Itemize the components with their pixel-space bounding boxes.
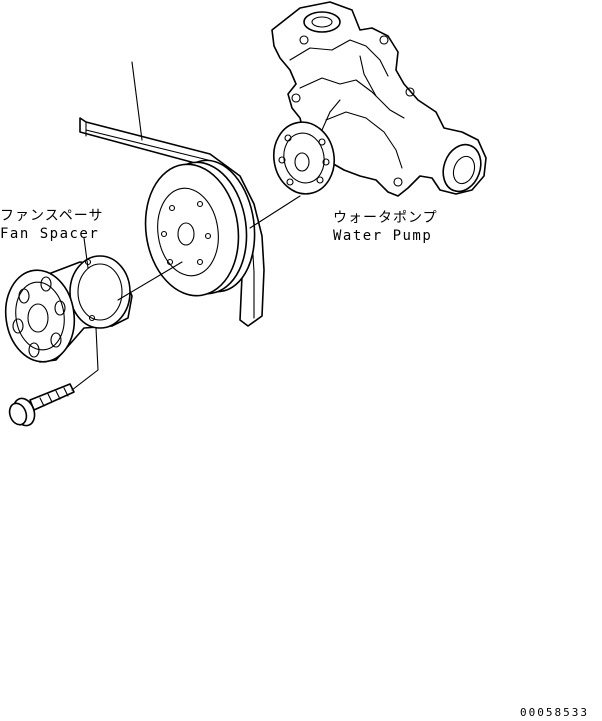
belt-leader-line <box>131 61 143 141</box>
fan-spacer-label-jp: ファンスペーサ <box>0 208 103 224</box>
bolt-drawing <box>8 383 75 427</box>
fan-spacer-drawing <box>4 255 133 363</box>
drawing-number: 00058533 <box>520 706 589 719</box>
pulley-drawing <box>144 159 256 297</box>
water-pump-label-jp: ウォータポンプ <box>333 210 438 226</box>
leader-lines <box>71 195 301 391</box>
water-pump-drawing <box>271 1 487 197</box>
fan-spacer-label-en: Fan Spacer <box>0 226 99 242</box>
water-pump-label-en: Water Pump <box>333 228 432 244</box>
